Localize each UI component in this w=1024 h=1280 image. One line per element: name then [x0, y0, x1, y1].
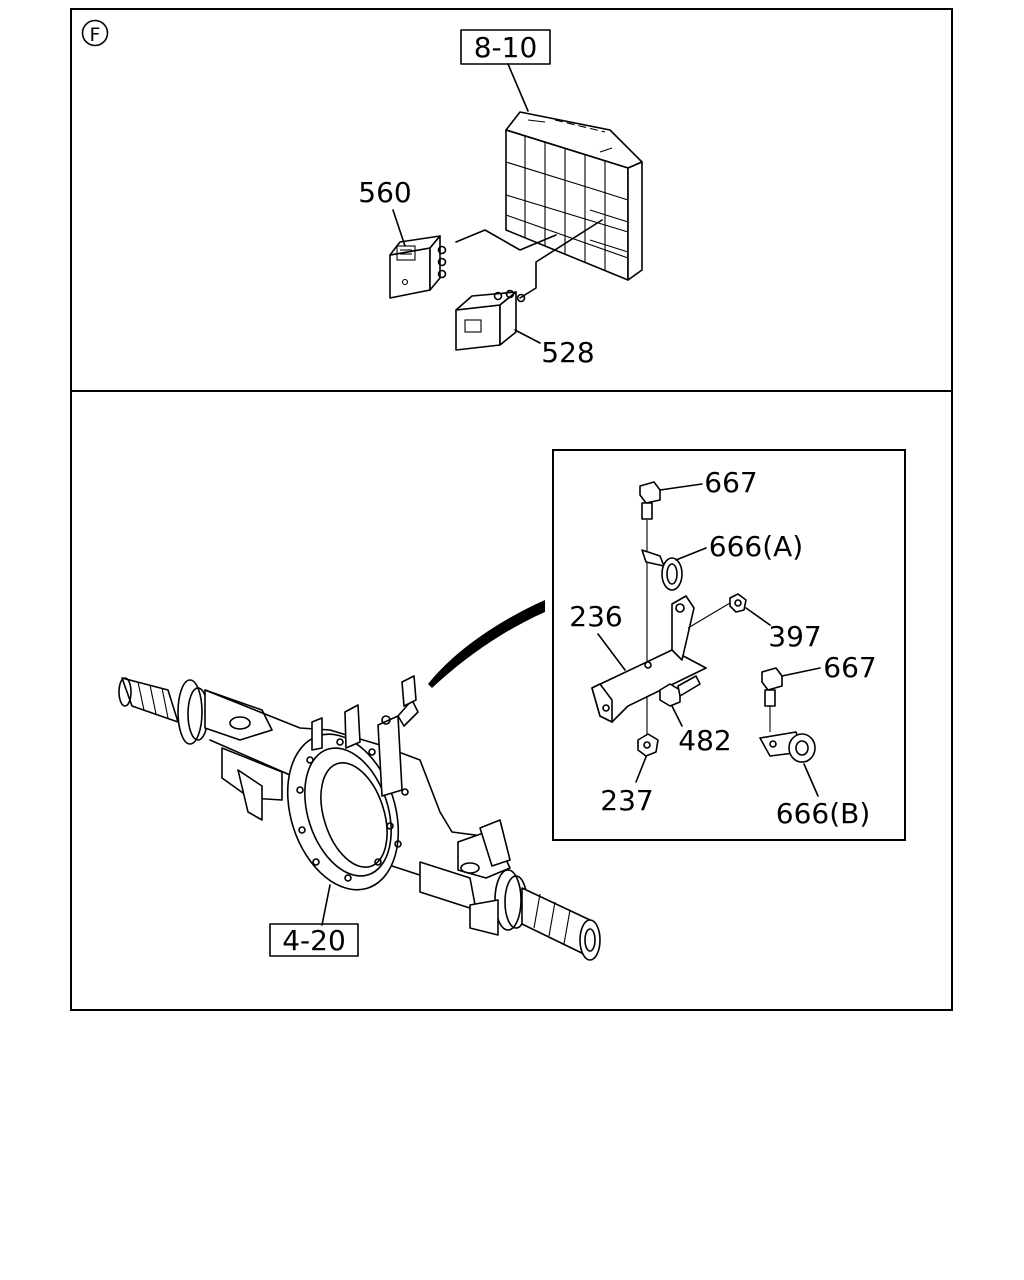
bracket-236	[591, 595, 707, 723]
fuse-box-ref-callout[interactable]: 8-10	[460, 29, 551, 112]
part-666b-label: 666(B)	[776, 797, 871, 830]
section-mark-letter: F	[90, 24, 101, 46]
part-560-label: 560	[358, 176, 411, 209]
axle-ref-callout[interactable]: 4-20	[269, 884, 359, 957]
relay-box-drawing	[505, 111, 643, 281]
clamp-666b	[759, 731, 816, 763]
nut-237	[637, 733, 659, 757]
nut-237-callout[interactable]: 237	[600, 756, 654, 817]
bolt-667-top-callout[interactable]: 667	[659, 466, 758, 499]
relay-560-wire	[455, 229, 557, 251]
part-397-label: 397	[768, 620, 821, 653]
relay-528-wire	[519, 219, 603, 299]
clip-666a	[641, 549, 683, 591]
bolt-667-top	[639, 481, 661, 520]
clamp-666b-callout[interactable]: 666(B)	[776, 763, 871, 830]
part-482-label: 482	[678, 724, 731, 757]
part-237-label: 237	[600, 784, 653, 817]
fuse-box-ref-label: 8-10	[474, 31, 538, 64]
relay-528-callout[interactable]: 528	[514, 329, 595, 369]
clip-666a-callout[interactable]: 666(A)	[675, 530, 803, 563]
bolt-667-right	[761, 667, 783, 707]
part-666a-label: 666(A)	[709, 530, 803, 563]
part-528-label: 528	[541, 336, 594, 369]
detail-inset-frame	[552, 449, 906, 841]
part-667-right-label: 667	[823, 651, 876, 684]
detail-pointer-wedge	[428, 600, 545, 688]
axle-ref-label: 4-20	[282, 924, 346, 957]
nut-397-callout[interactable]: 397	[745, 607, 822, 653]
section-mark: F	[81, 19, 109, 47]
part-667-top-label: 667	[704, 466, 757, 499]
bolt-482-callout[interactable]: 482	[671, 705, 732, 757]
bracket-236-callout[interactable]: 236	[569, 600, 626, 671]
rear-axle-housing	[118, 675, 601, 961]
bolt-482	[659, 675, 701, 707]
relay-528	[455, 289, 526, 351]
part-236-label: 236	[569, 600, 622, 633]
relay-560-callout[interactable]: 560	[358, 176, 412, 247]
bolt-667-right-callout[interactable]: 667	[781, 651, 877, 684]
relay-560	[389, 235, 447, 299]
nut-397	[729, 593, 747, 613]
lower-panel-frame	[70, 390, 953, 1011]
nut-397-axis	[687, 602, 731, 629]
